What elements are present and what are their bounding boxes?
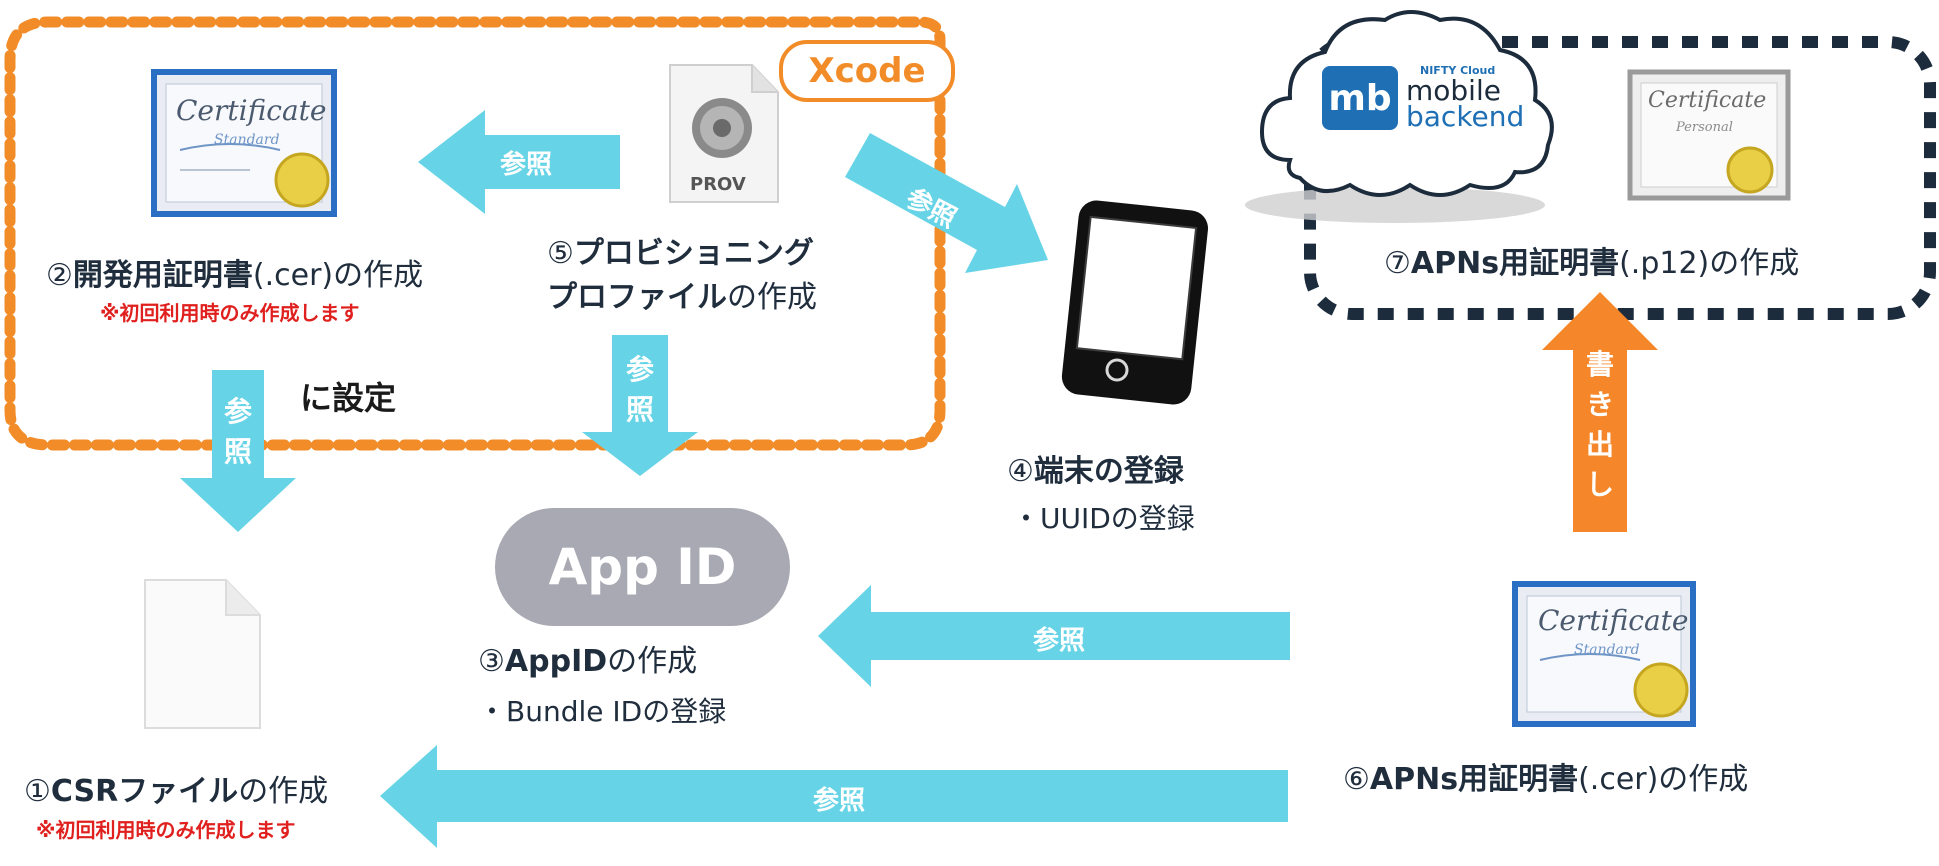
arrow-ref-5-down-char-1: 参: [624, 350, 656, 390]
step-3-number: ③: [478, 644, 505, 679]
certificate-sub-apns-p12: Personal: [1676, 120, 1733, 135]
arrow-export-char-1: 書: [1582, 345, 1618, 385]
step-3-bold: AppID: [505, 644, 607, 679]
arrow-ref-5-down-char-2: 照: [624, 390, 656, 430]
step-3-suffix: の作成: [607, 644, 697, 679]
step-6-label: ⑥APNs用証明書(.cer)の作成: [1343, 754, 1748, 798]
step-5-label-line2: プロファイルの作成: [547, 272, 817, 316]
step-2-note: ※初回利用時のみ作成します: [100, 297, 359, 326]
arrow-ref-2-down-char-2: 照: [222, 432, 254, 472]
step-2-bold: 開発用証明書: [73, 258, 253, 293]
arrow-export-char-3: 出: [1582, 425, 1618, 465]
step-1-number: ①: [24, 774, 51, 809]
step-5-number: ⑤: [547, 236, 574, 271]
step-5-label-line1: ⑤プロビショニング: [547, 228, 814, 272]
certificate-sub-dev: Standard: [214, 132, 280, 148]
step-4-bold: 端末の登録: [1034, 454, 1184, 489]
mbaas-logo-mark: mb: [1322, 66, 1398, 130]
xcode-badge: Xcode: [779, 40, 955, 102]
step-5-bold-2: プロファイル: [547, 280, 727, 315]
step-7-number: ⑦: [1384, 246, 1411, 281]
arrow-ref-2-down-char-1: 参: [222, 392, 254, 432]
step-5-suffix: の作成: [727, 280, 817, 315]
step-2-suffix: (.cer)の作成: [253, 258, 423, 293]
step-3-label: ③AppIDの作成: [478, 636, 697, 680]
certificate-script-dev: Certificate: [176, 94, 326, 127]
set-in-xcode-label: に設定: [300, 373, 396, 419]
arrow-ref-5-down-label: 参 照: [624, 350, 656, 430]
arrow-ref-5-to-2-label: 参照: [500, 144, 552, 181]
arrow-ref-6-to-3-label: 参照: [1033, 620, 1085, 657]
iphone-icon: [1060, 199, 1210, 407]
step-7-label: ⑦APNs用証明書(.p12)の作成: [1384, 238, 1799, 282]
arrow-ref-6-to-1-label: 参照: [813, 780, 865, 817]
step-1-bold: CSRファイル: [51, 774, 238, 809]
step-4-number: ④: [1007, 454, 1034, 489]
step-6-number: ⑥: [1343, 762, 1370, 797]
step-3-sub: ・Bundle IDの登録: [478, 690, 726, 730]
step-1-suffix: の作成: [238, 774, 328, 809]
arrow-ref-2-down-label: 参 照: [222, 392, 254, 472]
step-7-bold: APNs用証明書: [1411, 246, 1619, 281]
step-2-number: ②: [46, 258, 73, 293]
step-7-suffix: (.p12)の作成: [1619, 246, 1799, 281]
step-4-sub: ・UUIDの登録: [1012, 497, 1195, 537]
certificate-script-apns-p12: Certificate: [1648, 88, 1766, 113]
step-1-label: ①CSRファイルの作成: [24, 766, 328, 810]
mbaas-brand-line2: backend: [1406, 100, 1524, 133]
arrow-export-char-4: し: [1582, 465, 1618, 505]
certificate-script-apns-cer: Certificate: [1538, 604, 1688, 637]
step-6-bold: APNs用証明書: [1370, 762, 1578, 797]
step-5-bold-1: プロビショニング: [574, 236, 814, 271]
step-2-label: ②開発用証明書(.cer)の作成: [46, 250, 423, 294]
step-6-suffix: (.cer)の作成: [1578, 762, 1748, 797]
csr-file-icon: [145, 580, 260, 728]
arrow-export-char-2: き: [1582, 385, 1618, 425]
step-1-note: ※初回利用時のみ作成します: [36, 814, 295, 843]
certificate-sub-apns-cer: Standard: [1574, 642, 1640, 658]
prov-label: PROV: [690, 174, 746, 195]
step-4-label: ④端末の登録: [1007, 446, 1184, 490]
arrow-export-label: 書 き 出 し: [1582, 345, 1618, 505]
app-id-pill: App ID: [495, 508, 790, 626]
